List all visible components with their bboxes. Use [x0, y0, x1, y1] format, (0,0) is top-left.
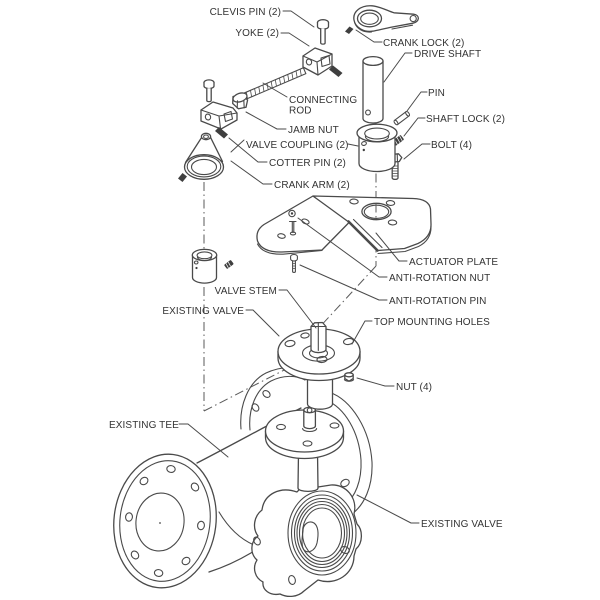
pin-drawing [393, 110, 411, 126]
leader-valve-coupling-1 [230, 139, 245, 153]
label-existing-valve-lower: EXISTING VALVE [421, 519, 503, 530]
label-existing-tee: EXISTING TEE [109, 420, 179, 431]
connecting-rod-drawing [242, 67, 307, 101]
leader-cotter-pin [228, 137, 268, 163]
anti-rotation-pin-drawing [290, 253, 298, 273]
leader-existing-valve-upper [245, 309, 280, 337]
leader-crank-lock [355, 29, 383, 43]
leader-connecting-rod [262, 82, 288, 98]
leader-anti-rotation-pin [299, 264, 388, 301]
yoke-right-drawing [302, 47, 333, 76]
leader-drive-shaft [383, 52, 413, 83]
label-jamb-nut: JAMB NUT [288, 125, 339, 136]
label-nut: NUT (4) [396, 382, 432, 393]
label-anti-rotation-nut: ANTI-ROTATION NUT [389, 273, 490, 284]
label-drive-shaft: DRIVE SHAFT [414, 49, 481, 60]
leader-yoke [280, 32, 310, 47]
leader-anti-rotation-nut [297, 217, 388, 278]
leader-crank-arm [230, 160, 273, 185]
cotter-pin-left-drawing [215, 127, 228, 139]
label-actuator-plate: ACTUATOR PLATE [409, 257, 498, 268]
nut-drawing [343, 372, 355, 382]
adapter-flange-drawing [277, 321, 361, 410]
cotter-pin-right-drawing [329, 65, 343, 77]
crank-lock-drawing [345, 5, 419, 34]
leader-bolt [403, 143, 431, 160]
label-crank-arm: CRANK ARM (2) [274, 180, 350, 191]
valve-stem-drawing [310, 321, 327, 354]
label-top-mounting-holes: TOP MOUNTING HOLES [374, 317, 490, 328]
clevis-pin-right-drawing [316, 19, 330, 45]
label-existing-valve-upper: EXISTING VALVE [162, 306, 244, 317]
label-yoke: YOKE (2) [235, 28, 279, 39]
leader-pin [406, 91, 428, 112]
crank-lock-2-drawing [178, 173, 187, 182]
label-clevis-pin: CLEVIS PIN (2) [210, 7, 281, 18]
leader-top-mounting-holes [351, 320, 373, 345]
valve-coupling-left-drawing [191, 248, 234, 284]
label-pin: PIN [428, 88, 445, 99]
leader-actuator-plate [375, 232, 408, 262]
clevis-pin-left-drawing [203, 79, 215, 103]
existing-tee-drawing [113, 367, 309, 589]
valve-coupling-right-drawing [356, 123, 398, 173]
label-valve-stem: VALVE STEM [215, 286, 277, 297]
crank-arm-drawing [178, 132, 225, 182]
leader-nut [356, 377, 395, 387]
label-valve-coupling: VALVE COUPLING (2) [246, 140, 349, 151]
labels-layer: CLEVIS PIN (2) YOKE (2) CRANK LOCK (2)DRIV… [109, 7, 505, 530]
label-cotter-pin: COTTER PIN (2) [269, 158, 346, 169]
drive-shaft-drawing [362, 55, 384, 124]
label-shaft-lock: SHAFT LOCK (2) [426, 114, 505, 125]
yoke-left-drawing [200, 101, 238, 130]
anti-rotation-nut-drawing [288, 209, 297, 236]
leader-jamb-nut [245, 111, 287, 130]
existing-valve-drawing [251, 391, 373, 598]
leader-valve-stem [278, 289, 317, 329]
jamb-nut-drawing [232, 92, 249, 110]
label-anti-rotation-pin: ANTI-ROTATION PIN [389, 296, 486, 307]
leader-existing-tee [178, 423, 229, 458]
leader-shaft-lock [403, 117, 426, 137]
leader-valve-coupling [347, 143, 359, 147]
actuator-plate-drawing [256, 195, 432, 255]
label-crank-lock: CRANK LOCK (2) [383, 38, 464, 49]
leader-clevis-pin [282, 10, 315, 28]
label-bolt: BOLT (4) [431, 140, 472, 151]
leader-existing-valve-lower [356, 494, 420, 524]
